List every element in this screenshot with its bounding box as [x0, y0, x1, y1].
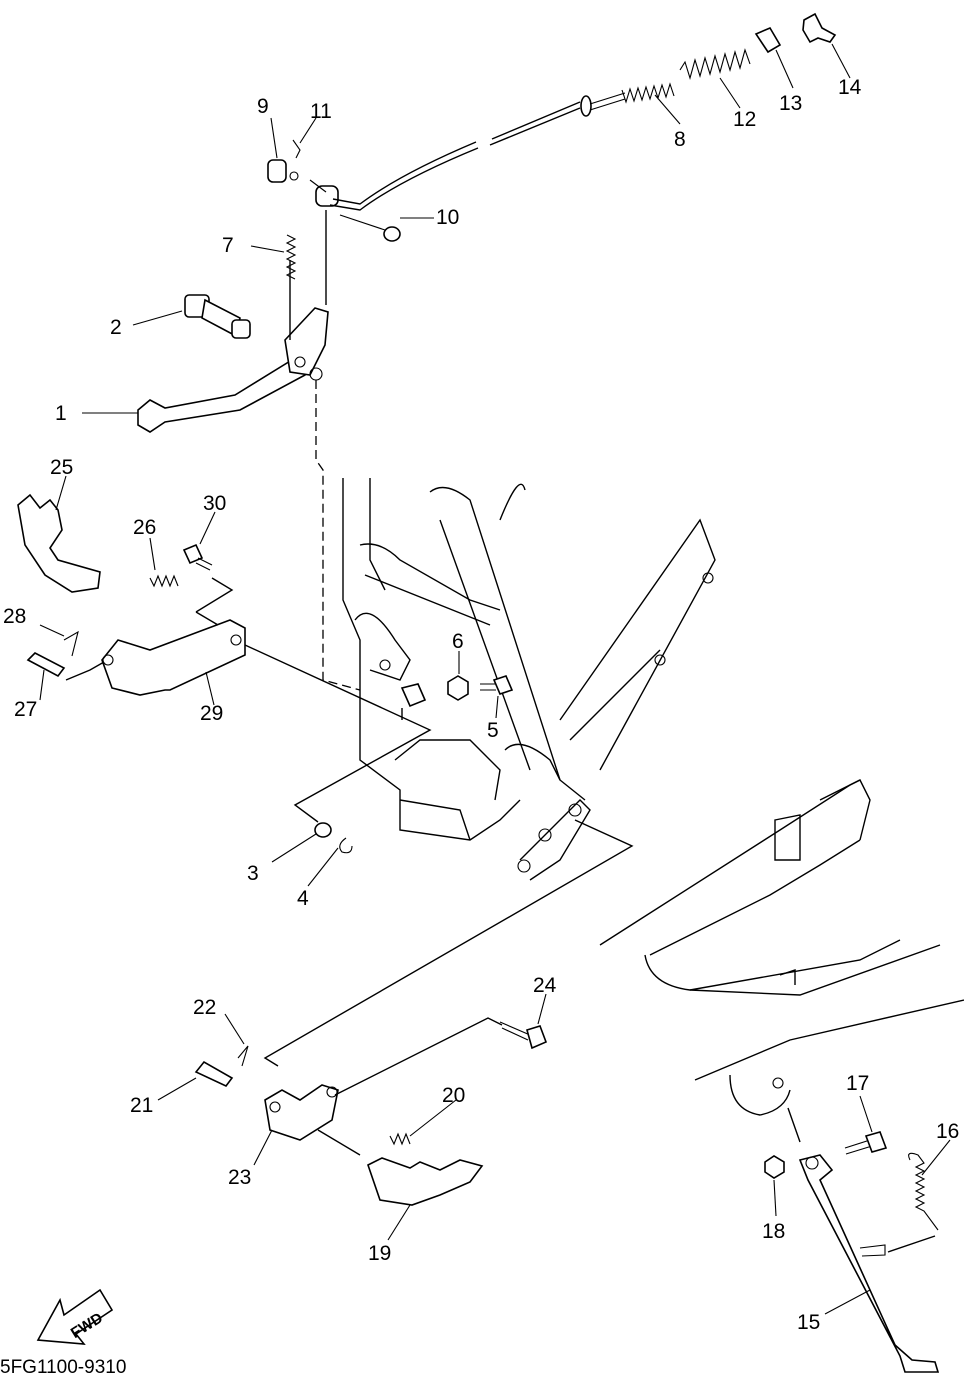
label-20: 20 — [442, 1084, 465, 1107]
cotter-22 — [237, 1045, 249, 1067]
pivot-shaft — [184, 294, 251, 339]
label-6: 6 — [452, 630, 464, 653]
brake-rod — [329, 147, 479, 211]
assembly-lines — [65, 179, 936, 1253]
bracket-stay — [400, 683, 427, 708]
footrest-bracket-23 — [264, 1084, 339, 1141]
joint — [754, 26, 782, 54]
footrest-19 — [367, 1157, 484, 1206]
sidestand-spring-16 — [908, 1152, 939, 1231]
label-13: 13 — [779, 92, 802, 115]
clevis — [267, 159, 287, 183]
label-18: 18 — [762, 1220, 785, 1243]
label-30: 30 — [203, 492, 226, 515]
bolt-17 — [844, 1131, 888, 1155]
label-22: 22 — [193, 996, 216, 1019]
washer-3 — [314, 822, 332, 838]
label-29: 29 — [200, 702, 223, 725]
label-19: 19 — [368, 1242, 391, 1265]
swingarm-drawing — [599, 779, 964, 1116]
cotter-pin — [292, 139, 301, 159]
bolt-24 — [499, 1021, 548, 1050]
footrest-25 — [17, 493, 101, 593]
callout-leaders — [39, 43, 951, 1315]
label-10: 10 — [436, 206, 459, 229]
footrest-bracket-29 — [101, 619, 246, 696]
sidestand-15 — [798, 1154, 940, 1373]
frame-drawing — [342, 478, 716, 881]
label-11: 11 — [310, 100, 332, 123]
nut-18 — [764, 1155, 785, 1179]
nut-6 — [447, 675, 469, 701]
label-16: 16 — [936, 1120, 959, 1143]
brake-spring — [285, 234, 297, 280]
label-26: 26 — [133, 516, 156, 539]
bolt-5 — [480, 675, 514, 695]
cotter-28 — [63, 630, 79, 657]
brake-pedal — [137, 354, 314, 433]
spring-20 — [389, 1132, 411, 1146]
brake-arm — [284, 307, 329, 376]
label-15: 15 — [797, 1311, 820, 1334]
label-12: 12 — [733, 108, 756, 131]
return-spring — [679, 48, 751, 80]
label-14: 14 — [838, 76, 862, 99]
footrest-spring-26 — [149, 574, 179, 588]
label-17: 17 — [846, 1072, 869, 1095]
circlip-4 — [339, 837, 353, 854]
label-8: 8 — [674, 128, 686, 151]
label-1: 1 — [55, 402, 67, 425]
fwd-arrow-icon: FWD — [36, 1288, 114, 1345]
label-25: 25 — [50, 456, 73, 479]
label-9: 9 — [257, 95, 269, 118]
pin-21 — [194, 1060, 234, 1087]
label-4: 4 — [297, 887, 309, 910]
label-27: 27 — [14, 698, 37, 721]
label-21: 21 — [130, 1094, 153, 1117]
part-labels: 1 2 3 4 5 6 7 8 9 10 11 12 13 14 15 16 1… — [3, 76, 959, 1334]
diagram-code: 5FG1100-9310 — [0, 1357, 126, 1376]
bolt-30 — [182, 543, 213, 571]
label-24: 24 — [533, 974, 557, 997]
label-28: 28 — [3, 605, 26, 628]
label-2: 2 — [110, 316, 122, 339]
label-7: 7 — [222, 234, 234, 257]
wing-nut — [802, 12, 837, 44]
washer-10 — [383, 226, 401, 242]
pin-27 — [26, 652, 66, 678]
label-3: 3 — [247, 862, 259, 885]
label-5: 5 — [487, 719, 499, 742]
label-23: 23 — [228, 1166, 251, 1189]
